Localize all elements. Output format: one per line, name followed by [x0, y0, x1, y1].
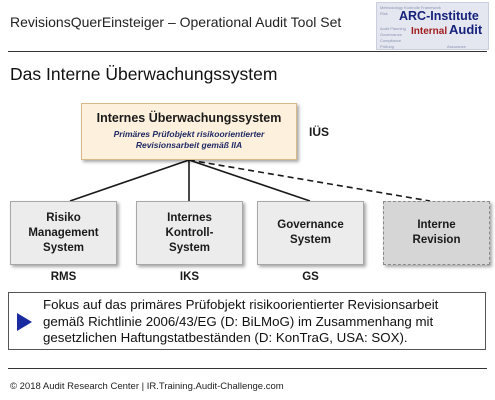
header-divider — [8, 51, 487, 52]
system-box-interne-revision: Interne Revision — [383, 201, 490, 265]
slide-title: Das Interne Überwachungssystem — [10, 64, 278, 84]
footer-text: © 2018 Audit Research Center | IR.Traini… — [10, 381, 284, 392]
svg-text:Methodology Kontrolle Framewor: Methodology Kontrolle Framework — [380, 5, 441, 10]
arc-institute-logo: Methodology Kontrolle Framework Risk Aud… — [376, 2, 489, 50]
abbr-rms: RMS — [50, 271, 77, 283]
logo-line2: Internal — [411, 26, 447, 37]
system-box-rms: Risiko Management System — [10, 201, 117, 265]
svg-text:Prüfung: Prüfung — [380, 44, 394, 49]
system-box-gs: Governance System — [257, 201, 364, 265]
svg-text:Audit Planning: Audit Planning — [380, 26, 406, 31]
connector-revision — [188, 159, 431, 202]
logo-wordcloud: Methodology Kontrolle Framework Risk Aud… — [377, 3, 488, 49]
abbr-iks: IKS — [179, 271, 200, 283]
svg-text:Compliance: Compliance — [380, 38, 402, 43]
connector-rms — [69, 159, 190, 202]
svg-text:Risk: Risk — [380, 11, 388, 16]
info-text: Fokus auf das primäres Prüfobjekt risiko… — [43, 297, 439, 345]
logo-line3: Audit — [449, 22, 483, 37]
svg-text:Assurance: Assurance — [447, 44, 467, 49]
info-box: Fokus auf das primäres Prüfobjekt risiko… — [8, 292, 486, 350]
logo-line1: ARC-Institute — [399, 9, 479, 23]
connector-lines — [69, 159, 431, 202]
svg-text:Governance: Governance — [380, 32, 403, 37]
top-box-ius: Internes Überwachungssystem Primäres Prü… — [81, 103, 297, 160]
ius-abbr: IÜS — [309, 125, 330, 139]
top-box-subtitle-line2: Revisionsarbeit gemäß IIA — [135, 140, 243, 150]
abbr-gs: GS — [302, 271, 319, 283]
system-box-iks: Internes Kontroll- System — [136, 201, 243, 265]
play-arrow-icon — [17, 313, 32, 331]
header-title: RevisionsQuerEinsteiger – Operational Au… — [10, 14, 342, 30]
top-box-subtitle-line1: Primäres Prüfobjekt risikoorientierter — [113, 129, 265, 139]
footer-divider — [8, 368, 487, 369]
top-box-title: Internes Überwachungssystem — [96, 111, 282, 125]
connector-gs — [188, 159, 311, 202]
top-box-subtitle: Primäres Prüfobjekt risikoorientierter R… — [82, 129, 296, 151]
